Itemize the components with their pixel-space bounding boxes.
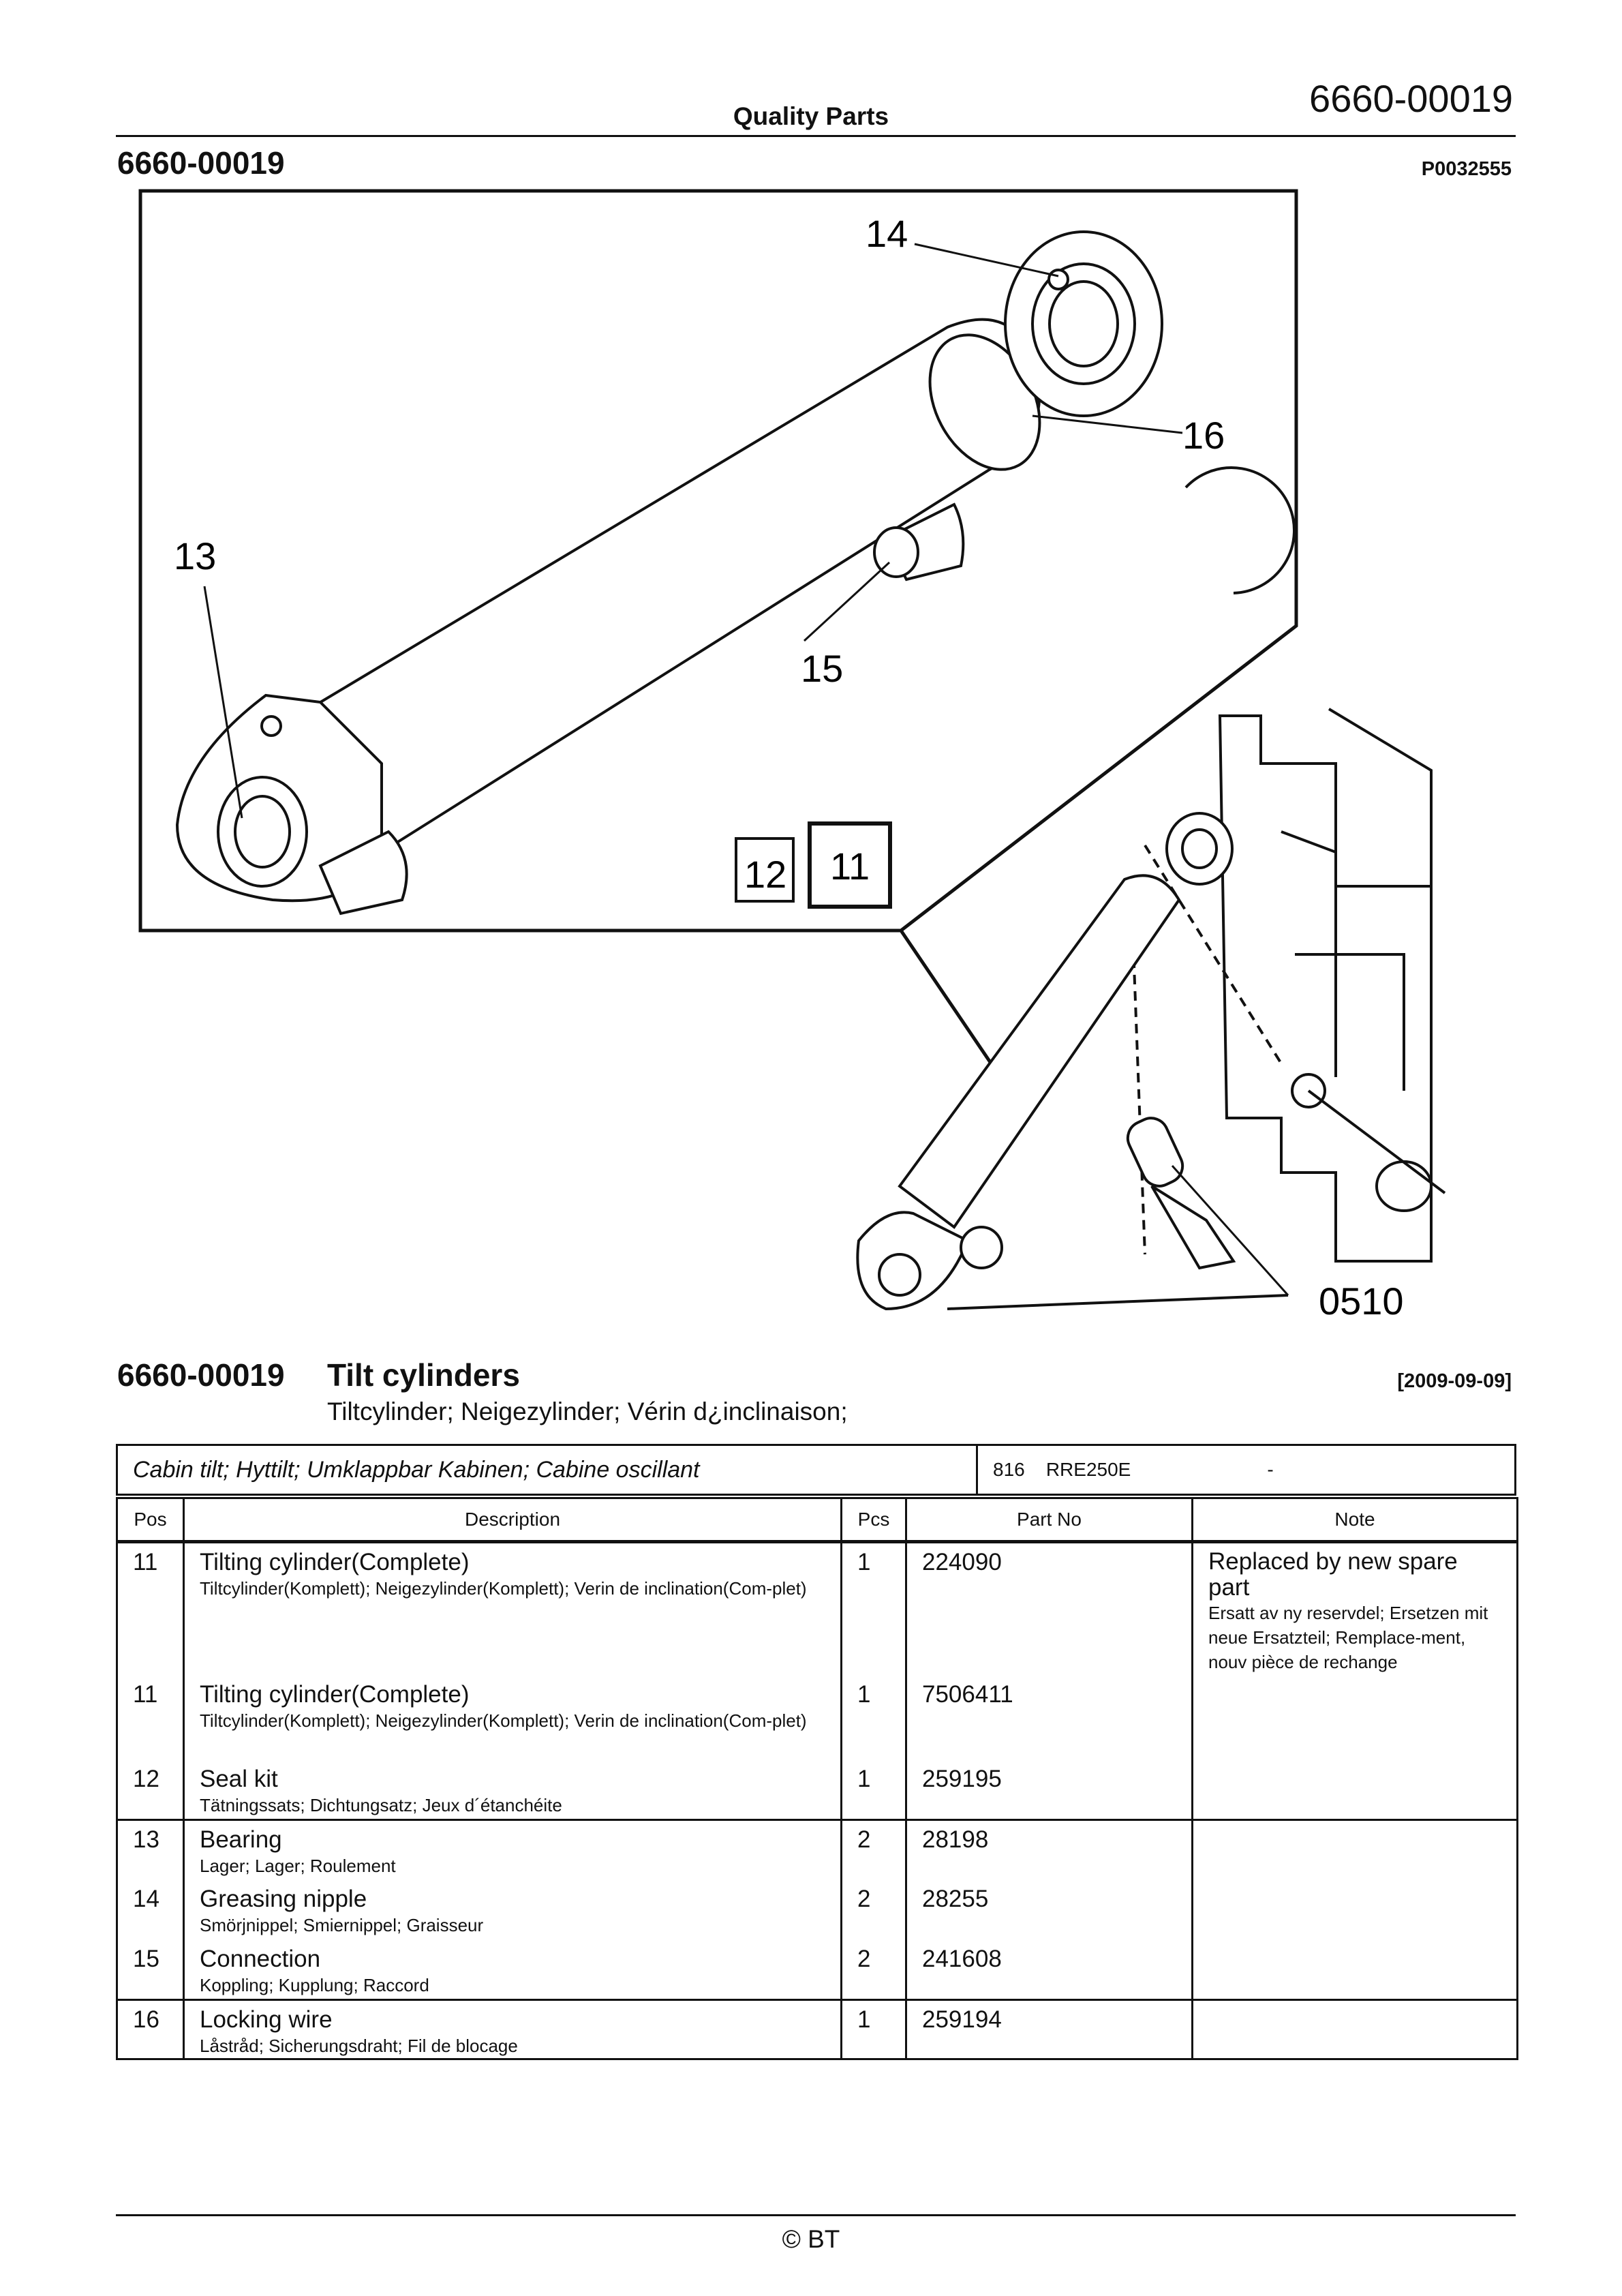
row-translations: Låstråd; Sicherungsdraht; Fil de blocage (200, 2036, 518, 2056)
row-note (1191, 1879, 1518, 1940)
table-row: 11 Tilting cylinder(Complete)Tiltcylinde… (116, 1675, 1518, 1760)
row-pcs: 1 (840, 1541, 907, 1676)
callout-12: 12 (744, 853, 786, 896)
section-date: [2009-09-09] (1397, 1370, 1512, 1392)
header-doc-number: 6660-00019 (1309, 77, 1513, 120)
figure-id: 6660-00019 (117, 145, 285, 181)
row-pcs: 1 (840, 1999, 907, 2060)
row-translations: Tätningssats; Dichtungsatz; Jeux d´étanc… (200, 1794, 562, 1815)
row-pcs: 1 (840, 1759, 907, 1821)
row-pcs: 1 (840, 1675, 907, 1760)
header-title: Quality Parts (733, 102, 889, 130)
exploded-view-illustration: 14 16 13 15 12 11 0510 (138, 189, 1446, 1323)
row-note (1191, 1675, 1518, 1760)
col-description: Description (183, 1497, 842, 1543)
footer-rule (116, 2214, 1516, 2216)
parts-table-header: Pos Description Pcs Part No Note (116, 1497, 1518, 1543)
row-translations: Lager; Lager; Roulement (200, 1856, 396, 1876)
callout-11: 11 (830, 845, 870, 888)
section-subtitle: Tiltcylinder; Neigezylinder; Vérin d¿inc… (327, 1398, 848, 1425)
row-name: Tilting cylinder(Complete) (200, 1680, 470, 1708)
row-name: Connection (200, 1945, 321, 1972)
row-translations: Tiltcylinder(Komplett); Neigezylinder(Ko… (200, 1578, 807, 1599)
callout-box-11 (808, 821, 892, 909)
applicability-dash: - (1267, 1459, 1274, 1480)
row-pos: 11 (116, 1675, 185, 1760)
row-name: Tilting cylinder(Complete) (200, 1549, 470, 1575)
row-note-translations: Ersatt av ny reservdel; Ersetzen mit neu… (1208, 1603, 1488, 1672)
section-title: Tilt cylinders (327, 1357, 520, 1393)
row-name: Greasing nipple (200, 1885, 367, 1912)
row-name: Bearing (200, 1826, 282, 1853)
detail-frame (138, 189, 1298, 933)
row-pos: 14 (116, 1879, 185, 1940)
col-pcs: Pcs (840, 1497, 907, 1543)
row-pcs: 2 (840, 1819, 907, 1880)
row-note-main: Replaced by new spare part (1208, 1548, 1458, 1601)
row-note (1191, 1819, 1518, 1880)
footer-copyright: © BT (782, 2225, 840, 2253)
parts-table: Pos Description Pcs Part No Note 11 Tilt… (116, 1497, 1518, 2060)
row-part-no: 28255 (905, 1879, 1193, 1940)
row-note (1191, 1759, 1518, 1821)
applicability-model: 816 RRE250E (993, 1459, 1131, 1480)
row-pcs: 2 (840, 1939, 907, 2001)
mast-assembly (856, 708, 1446, 1311)
row-pos: 13 (116, 1819, 185, 1880)
row-part-no: 259194 (905, 1999, 1193, 2060)
row-part-no: 224090 (905, 1541, 1193, 1676)
callout-0510: 0510 (1319, 1280, 1404, 1323)
col-part-no: Part No (905, 1497, 1193, 1543)
cylinder-detail (175, 230, 1296, 916)
row-part-no: 259195 (905, 1759, 1193, 1821)
row-pos: 15 (116, 1939, 185, 2001)
row-name: Seal kit (200, 1765, 278, 1792)
row-note (1191, 1939, 1518, 2001)
row-description: Tilting cylinder(Complete) Tiltcylinder(K… (183, 1541, 842, 1676)
callout-14: 14 (866, 212, 908, 255)
row-part-no: 28198 (905, 1819, 1193, 1880)
header-rule (116, 135, 1516, 137)
row-translations: Smörjnippel; Smiernippel; Graisseur (200, 1914, 484, 1935)
row-translations: Tiltcylinder(Komplett); Neigezylinder(Ko… (200, 1710, 807, 1731)
row-description: Tilting cylinder(Complete)Tiltcylinder(K… (183, 1675, 842, 1760)
row-pos: 16 (116, 1999, 185, 2060)
table-row: 11 Tilting cylinder(Complete) Tiltcylinde… (116, 1541, 1518, 1676)
section-id: 6660-00019 (117, 1357, 285, 1393)
row-part-no: 7506411 (905, 1675, 1193, 1760)
callout-box-12 (735, 837, 795, 903)
row-pos: 12 (116, 1759, 185, 1821)
callout-16: 16 (1182, 414, 1225, 457)
callout-15: 15 (801, 647, 843, 690)
row-pcs: 2 (840, 1879, 907, 1940)
col-note: Note (1191, 1497, 1518, 1543)
applicability-cell: 816 RRE250E - (976, 1444, 1516, 1496)
figure-ref: P0032555 (1421, 158, 1512, 180)
applicability-table: Cabin tilt; Hyttilt; Umklappbar Kabinen;… (116, 1444, 1516, 1496)
row-pos: 11 (116, 1541, 185, 1676)
row-name: Locking wire (200, 2006, 333, 2033)
callout-13: 13 (174, 534, 216, 577)
row-translations: Koppling; Kupplung; Raccord (200, 1974, 429, 1995)
col-pos: Pos (116, 1497, 185, 1543)
cabin-description: Cabin tilt; Hyttilt; Umklappbar Kabinen;… (116, 1444, 978, 1496)
row-note (1191, 1999, 1518, 2060)
row-part-no: 241608 (905, 1939, 1193, 2001)
